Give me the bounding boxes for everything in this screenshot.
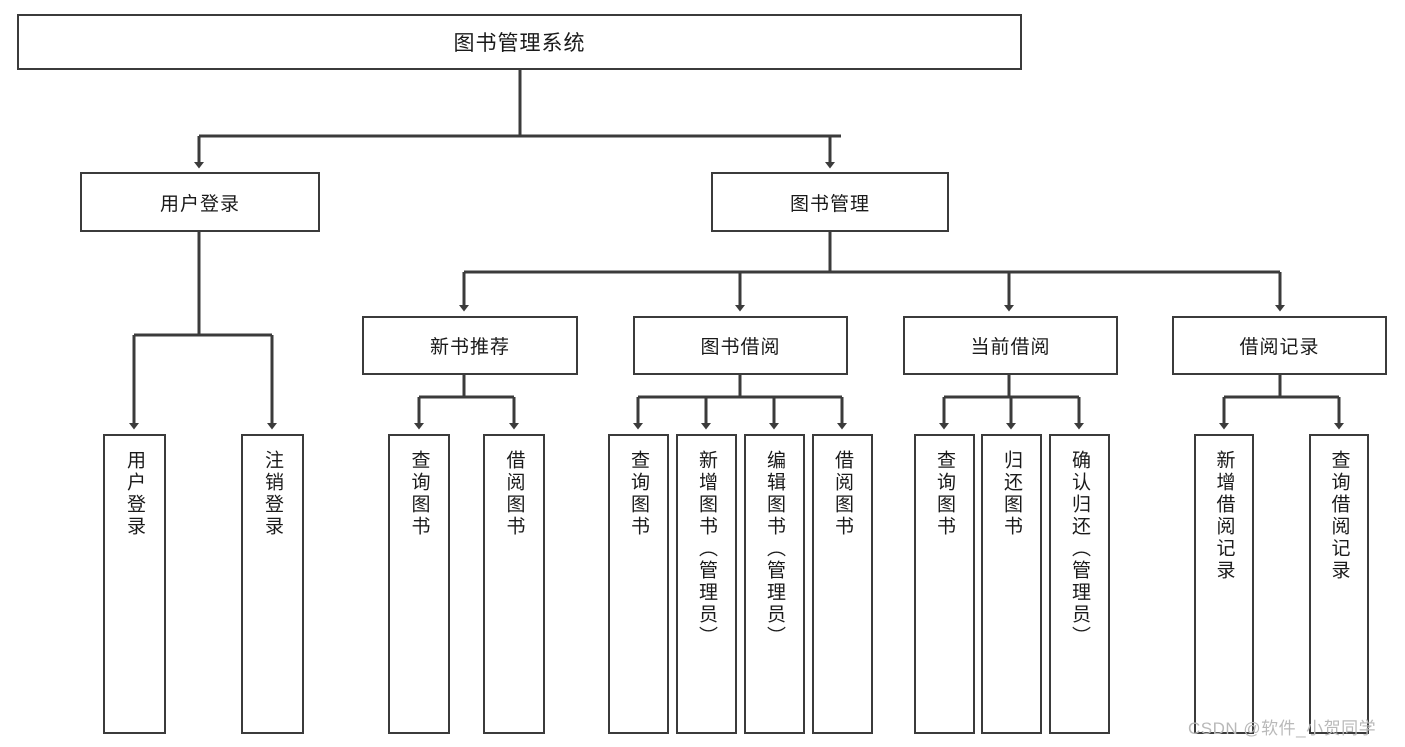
leaf-label: 查询图书: [408, 450, 430, 538]
leaf-label: 确认归还（管理员）: [1069, 450, 1090, 648]
node-current-borrow[interactable]: 当前借阅: [903, 316, 1118, 375]
leaf-label: 注销登录: [262, 450, 283, 538]
leaf-current-query-book[interactable]: 查询图书: [914, 434, 975, 734]
leaf-new-book-borrow[interactable]: 借阅图书: [483, 434, 545, 734]
leaf-new-book-query[interactable]: 查询图书: [388, 434, 450, 734]
leaf-label: 编辑图书（管理员）: [764, 450, 785, 648]
leaf-record-query-record[interactable]: 查询借阅记录: [1309, 434, 1369, 734]
csdn-watermark: CSDN @软件_小贺同学: [1188, 719, 1377, 738]
leaf-label: 用户登录: [124, 450, 145, 538]
leaf-current-return-book[interactable]: 归还图书: [981, 434, 1042, 734]
leaf-label: 借阅图书: [832, 450, 853, 538]
node-book-borrow-label: 图书借阅: [700, 337, 781, 358]
node-borrow-record-label: 借阅记录: [1239, 337, 1320, 358]
leaf-borrow-edit-book-admin[interactable]: 编辑图书（管理员）: [744, 434, 805, 734]
leaf-label: 查询借阅记录: [1328, 450, 1350, 582]
node-new-book-recommend-label: 新书推荐: [429, 337, 510, 358]
leaf-label: 借阅图书: [503, 450, 525, 538]
node-root[interactable]: 图书管理系统: [17, 14, 1022, 70]
leaf-user-login-logout[interactable]: 注销登录: [241, 434, 304, 734]
leaf-borrow-query-book[interactable]: 查询图书: [608, 434, 669, 734]
leaf-borrow-add-book-admin[interactable]: 新增图书（管理员）: [676, 434, 737, 734]
leaf-borrow-borrow-book[interactable]: 借阅图书: [812, 434, 873, 734]
node-borrow-record[interactable]: 借阅记录: [1172, 316, 1387, 375]
node-current-borrow-label: 当前借阅: [970, 337, 1051, 358]
node-book-borrow[interactable]: 图书借阅: [633, 316, 848, 375]
node-root-label: 图书管理系统: [453, 32, 586, 55]
leaf-label: 查询图书: [628, 450, 649, 538]
leaf-current-confirm-return-admin[interactable]: 确认归还（管理员）: [1049, 434, 1110, 734]
node-user-login[interactable]: 用户登录: [80, 172, 320, 232]
leaf-user-login-login[interactable]: 用户登录: [103, 434, 166, 734]
node-book-management[interactable]: 图书管理: [711, 172, 949, 232]
leaf-label: 新增图书（管理员）: [696, 450, 717, 648]
leaf-label: 归还图书: [1001, 450, 1022, 538]
leaf-record-add-record[interactable]: 新增借阅记录: [1194, 434, 1254, 734]
node-user-login-label: 用户登录: [159, 193, 240, 215]
leaf-label: 新增借阅记录: [1213, 450, 1235, 582]
leaf-label: 查询图书: [934, 450, 955, 538]
node-book-management-label: 图书管理: [789, 193, 870, 215]
node-new-book-recommend[interactable]: 新书推荐: [362, 316, 578, 375]
